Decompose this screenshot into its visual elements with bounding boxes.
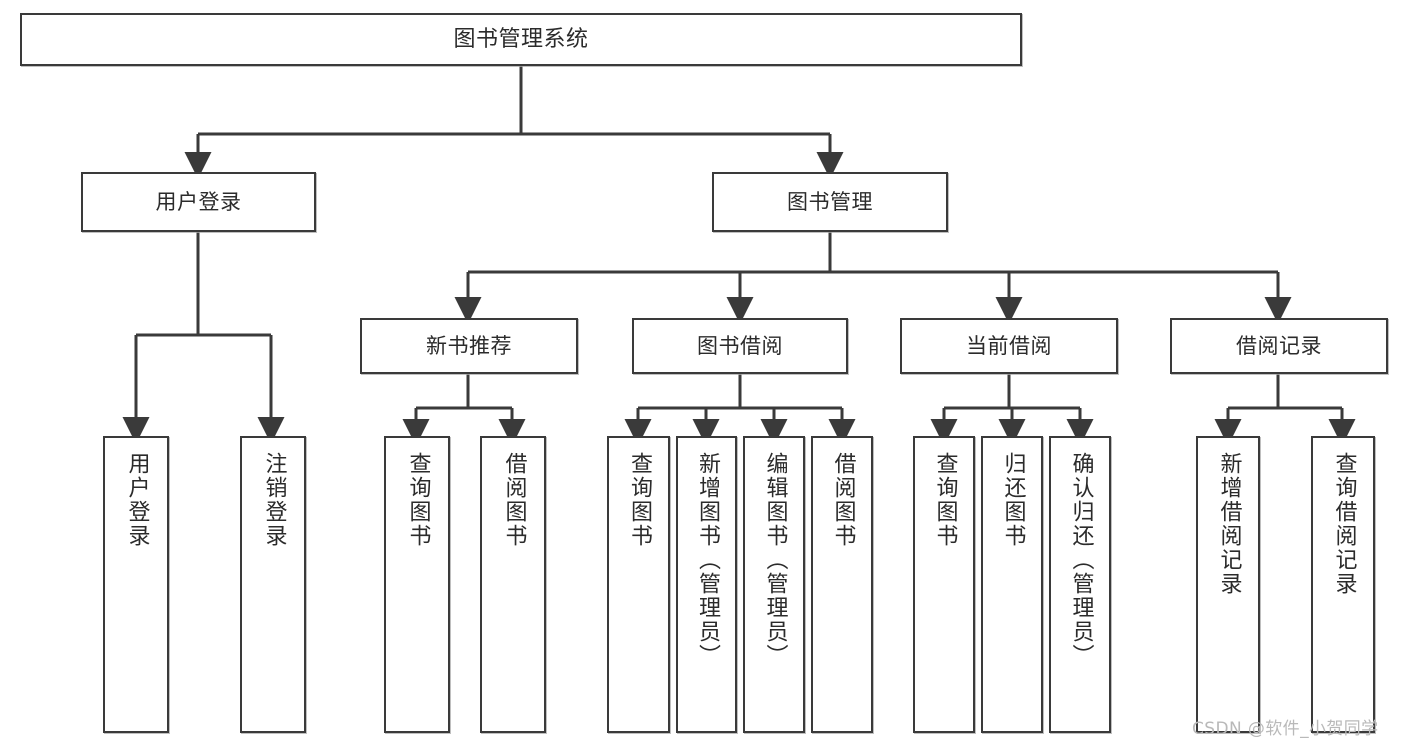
node-label: 图书管理 — [787, 189, 873, 214]
leaf-records-add-record[interactable]: 新增借阅记录 — [1196, 436, 1260, 733]
leaf-current-query-book[interactable]: 查询图书 — [913, 436, 975, 733]
node-label: 当前借阅 — [966, 333, 1052, 358]
node-label: 注销登录 — [261, 452, 287, 548]
node-label: 查询借阅记录 — [1331, 452, 1357, 596]
leaf-current-return-book[interactable]: 归还图书 — [981, 436, 1043, 733]
node-label: 图书管理系统 — [453, 26, 589, 52]
leaf-user-login-signout[interactable]: 注销登录 — [240, 436, 306, 733]
node-label: 用户登录 — [155, 189, 242, 214]
node-borrow-records[interactable]: 借阅记录 — [1170, 318, 1388, 374]
node-label: 查询图书 — [626, 452, 652, 548]
leaf-new-book-query[interactable]: 查询图书 — [384, 436, 450, 733]
node-label: 新书推荐 — [426, 333, 512, 358]
leaf-user-login-signin[interactable]: 用户登录 — [103, 436, 169, 733]
node-label: 编辑图书（管理员） — [762, 452, 788, 668]
leaf-borrow-edit-book-admin[interactable]: 编辑图书（管理员） — [743, 436, 805, 733]
node-label: 借阅记录 — [1236, 333, 1322, 358]
leaf-new-book-borrow[interactable]: 借阅图书 — [480, 436, 546, 733]
node-label: 新增图书（管理员） — [694, 452, 720, 668]
node-new-book-recommend[interactable]: 新书推荐 — [360, 318, 578, 374]
node-label: 图书借阅 — [697, 333, 783, 358]
node-label: 查询图书 — [932, 452, 958, 548]
node-label: 新增借阅记录 — [1216, 452, 1242, 596]
leaf-borrow-query-book[interactable]: 查询图书 — [607, 436, 670, 733]
leaf-borrow-borrow-book[interactable]: 借阅图书 — [811, 436, 873, 733]
leaf-records-query-record[interactable]: 查询借阅记录 — [1311, 436, 1375, 733]
node-label: 确认归还（管理员） — [1068, 452, 1094, 668]
node-root-system[interactable]: 图书管理系统 — [20, 13, 1022, 66]
leaf-current-confirm-return-admin[interactable]: 确认归还（管理员） — [1049, 436, 1111, 733]
node-label: 归还图书 — [1000, 452, 1026, 548]
node-label: 借阅图书 — [830, 452, 856, 548]
node-label: 查询图书 — [405, 452, 431, 548]
watermark-text: CSDN @软件_小贺同学 — [1192, 719, 1379, 739]
node-current-borrow[interactable]: 当前借阅 — [900, 318, 1118, 374]
node-label: 用户登录 — [124, 452, 150, 548]
leaf-borrow-add-book-admin[interactable]: 新增图书（管理员） — [676, 436, 737, 733]
node-user-login[interactable]: 用户登录 — [81, 172, 316, 232]
node-book-management[interactable]: 图书管理 — [712, 172, 948, 232]
node-book-borrow[interactable]: 图书借阅 — [632, 318, 848, 374]
node-label: 借阅图书 — [501, 452, 527, 548]
